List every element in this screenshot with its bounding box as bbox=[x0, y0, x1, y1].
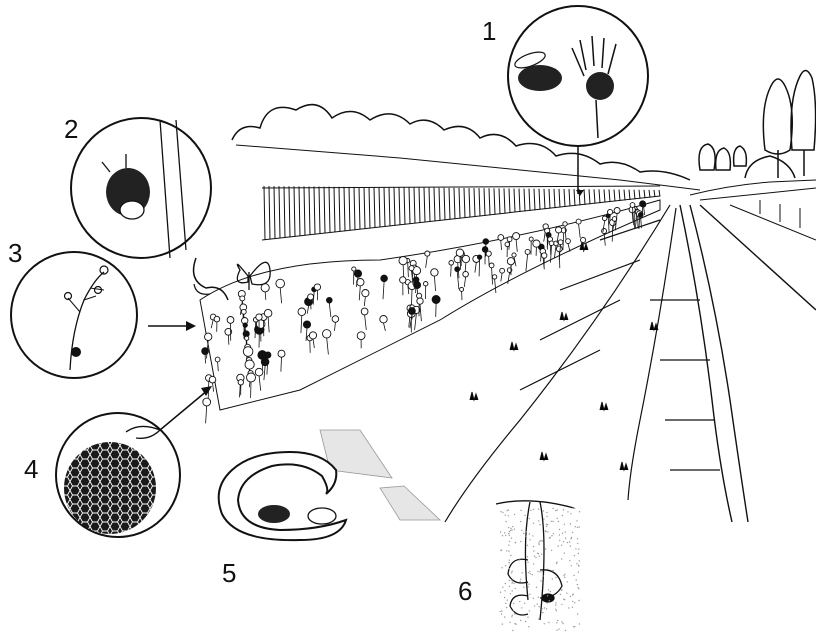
label-six: 6 bbox=[458, 578, 472, 604]
grass-tufts bbox=[470, 242, 658, 470]
ground-burrow bbox=[496, 501, 580, 631]
far-hedge bbox=[690, 180, 816, 240]
flower-strip bbox=[200, 200, 660, 423]
cereal-crop bbox=[262, 186, 660, 240]
circle-nest-comb bbox=[56, 386, 212, 537]
poplar-trees bbox=[699, 70, 816, 178]
label-two: 2 bbox=[64, 116, 78, 142]
label-one: 1 bbox=[482, 18, 496, 44]
circle-bee-on-thistle bbox=[508, 6, 648, 196]
bee-body-icon bbox=[258, 505, 290, 523]
label-three: 3 bbox=[8, 240, 22, 266]
label-four: 4 bbox=[24, 456, 38, 482]
road bbox=[680, 205, 816, 522]
horizon-line bbox=[236, 145, 700, 190]
circle-stem-cocoon bbox=[11, 252, 196, 378]
nest-burrow-cross-section bbox=[219, 430, 440, 540]
label-five: 5 bbox=[222, 560, 236, 586]
bee-body-icon bbox=[518, 65, 562, 91]
